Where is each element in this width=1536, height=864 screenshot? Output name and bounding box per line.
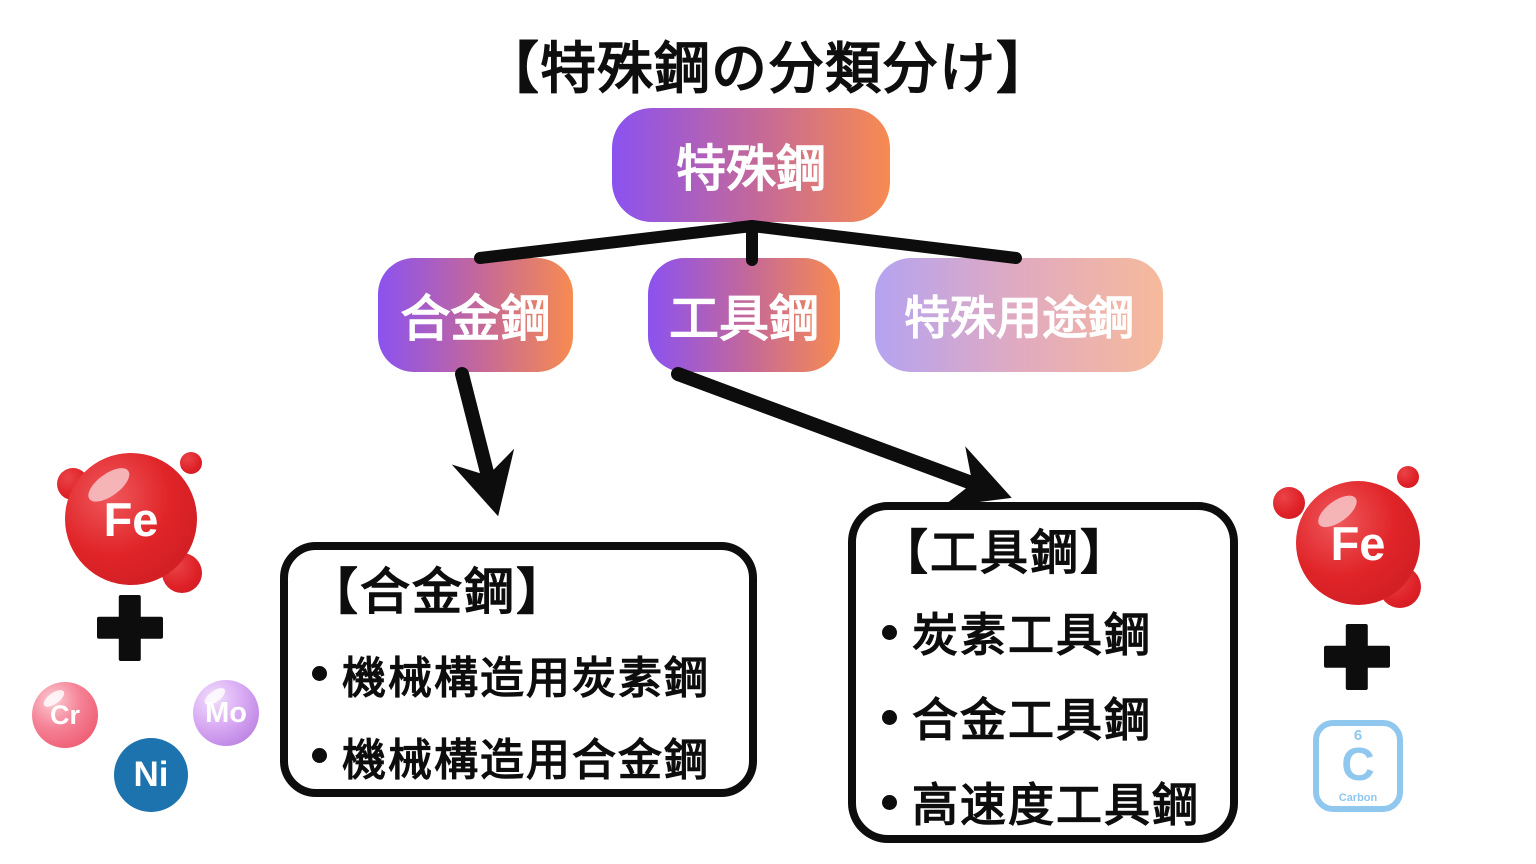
nickel-ball-icon: Ni — [114, 738, 188, 812]
alloy-steel-detail-box: 【合金鋼】 機械構造用炭素鋼 機械構造用合金鋼 — [280, 542, 757, 797]
tree-branch-line-right — [746, 220, 1022, 264]
iron-molecule-icon: Fe — [1296, 481, 1420, 605]
molybdenum-ball-icon: Mo — [193, 680, 259, 746]
node-special-purpose-steel: 特殊用途鋼 — [875, 258, 1163, 372]
carbon-atomic-number: 6 — [1353, 727, 1363, 744]
carbon-element-tile: 6 C Carbon — [1313, 720, 1403, 812]
list-item-label: 機械構造用合金鋼 — [342, 735, 710, 785]
carbon-symbol: C — [1341, 737, 1375, 790]
list-item-label: 合金工具鋼 — [912, 694, 1152, 747]
list-item-label: 機械構造用炭素鋼 — [342, 653, 710, 703]
node-alloy-steel-label: 合金鋼 — [400, 291, 551, 347]
bullet-dot-icon — [312, 666, 327, 681]
diagram-title: 【特殊鋼の分類分け】 — [483, 37, 1053, 100]
node-special-steel: 特殊鋼 — [612, 108, 890, 222]
tool-steel-detail-list: 炭素工具鋼 合金工具鋼 高速度工具鋼 — [882, 599, 1230, 835]
iron-symbol: Fe — [1330, 516, 1386, 570]
arrow-tool-detail — [671, 367, 1012, 507]
list-item: 合金工具鋼 — [882, 684, 1230, 750]
tree-branch-line-left — [474, 220, 758, 264]
iron-satellite-icon — [1397, 466, 1419, 488]
node-special-steel-label: 特殊鋼 — [676, 141, 826, 197]
plus-icon — [1324, 624, 1390, 690]
chromium-symbol: Cr — [49, 699, 80, 730]
bullet-dot-icon — [312, 748, 327, 763]
chromium-ball-icon: Cr — [32, 682, 98, 748]
list-item-label: 炭素工具鋼 — [912, 609, 1152, 662]
carbon-name: Carbon — [1338, 792, 1378, 804]
right-element-group: Fe 6 C Carbon — [1265, 440, 1465, 830]
bullet-dot-icon — [882, 794, 897, 810]
tool-steel-detail-heading: 【工具鋼】 — [880, 527, 1131, 580]
list-item-label: 高速度工具鋼 — [912, 779, 1200, 832]
iron-satellite-icon — [1273, 487, 1305, 519]
alloy-steel-detail-heading: 【合金鋼】 — [308, 564, 568, 620]
tool-steel-detail-box: 【工具鋼】 炭素工具鋼 合金工具鋼 高速度工具鋼 — [848, 502, 1238, 843]
list-item: 炭素工具鋼 — [882, 599, 1230, 665]
node-tool-steel-label: 工具鋼 — [669, 291, 819, 347]
node-alloy-steel: 合金鋼 — [378, 258, 573, 372]
iron-symbol: Fe — [103, 492, 159, 546]
bullet-dot-icon — [882, 624, 897, 640]
iron-satellite-icon — [180, 452, 202, 474]
alloy-steel-detail-list: 機械構造用炭素鋼 機械構造用合金鋼 — [312, 642, 749, 788]
bullet-dot-icon — [882, 709, 897, 725]
node-special-purpose-steel-label: 特殊用途鋼 — [904, 292, 1134, 344]
nickel-symbol: Ni — [133, 755, 169, 794]
list-item: 機械構造用炭素鋼 — [312, 642, 749, 706]
iron-molecule-icon: Fe — [65, 453, 197, 585]
plus-icon — [97, 595, 163, 661]
left-element-group: Fe Cr Mo Ni — [32, 440, 320, 830]
list-item: 高速度工具鋼 — [882, 769, 1230, 835]
node-tool-steel: 工具鋼 — [648, 258, 840, 372]
arrow-alloy-detail — [451, 367, 515, 517]
list-item: 機械構造用合金鋼 — [312, 724, 749, 788]
